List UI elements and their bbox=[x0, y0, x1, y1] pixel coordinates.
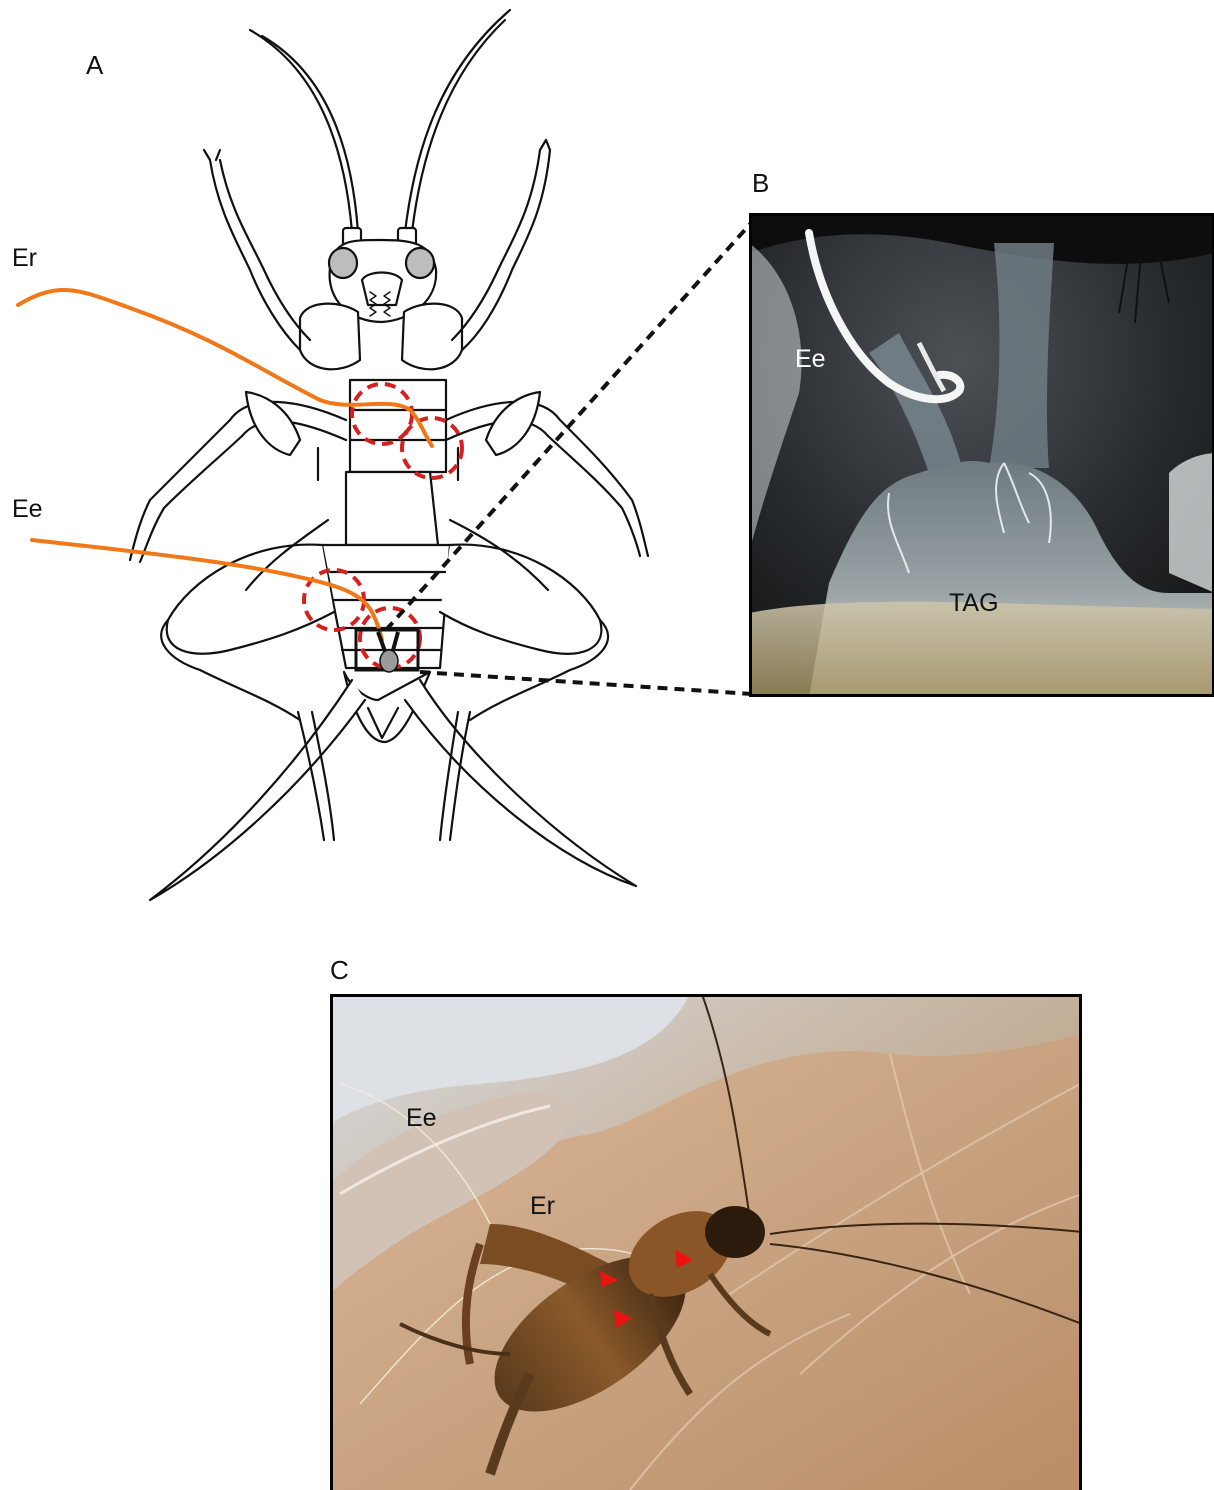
tag-label-b: TAG bbox=[949, 589, 999, 617]
cercus-right bbox=[405, 680, 636, 886]
antenna-right bbox=[405, 10, 510, 232]
tag-ganglion bbox=[380, 650, 398, 672]
prothorax bbox=[350, 380, 446, 472]
panel-b-letter: B bbox=[752, 170, 769, 196]
leg-front-right bbox=[462, 150, 550, 350]
leg-middle-left bbox=[130, 402, 346, 560]
zoom-line-bottom bbox=[420, 672, 752, 694]
mesothorax bbox=[346, 472, 438, 545]
cercus-left bbox=[150, 680, 365, 900]
ee-label-b: Ee bbox=[795, 345, 826, 373]
leg-front-left bbox=[210, 160, 300, 350]
ee-label-c: Ee bbox=[406, 1104, 437, 1132]
er-label-c: Er bbox=[530, 1192, 555, 1220]
micrograph-b: Ee TAG bbox=[749, 213, 1214, 697]
hind-femur-right bbox=[440, 545, 601, 654]
panel-c-letter: C bbox=[330, 957, 349, 983]
photo-c: Ee Er bbox=[330, 994, 1082, 1490]
hind-femur-left bbox=[167, 545, 334, 654]
